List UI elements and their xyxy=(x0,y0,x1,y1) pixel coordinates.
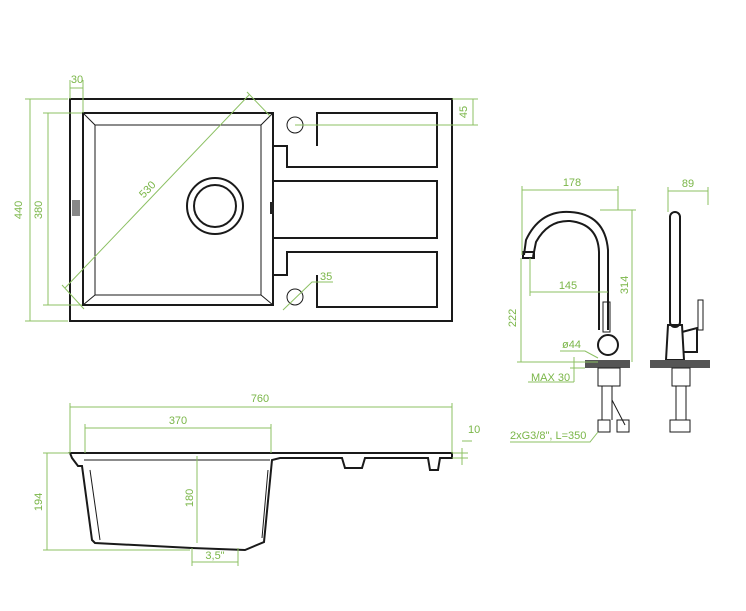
dim-180: 180 xyxy=(184,489,196,507)
faucet-side-lever xyxy=(681,326,698,353)
faucet-front-view: 178 314 222 145 ø44 MAX 30 2xG3/8", L=35… xyxy=(507,177,636,443)
dim-max30: MAX 30 xyxy=(531,372,570,384)
faucet-body xyxy=(597,334,619,356)
dim-530: 530 xyxy=(137,179,158,201)
dim-760: 760 xyxy=(251,393,269,405)
dim-89: 89 xyxy=(682,178,694,190)
dim-45: 45 xyxy=(458,106,470,118)
dim-178: 178 xyxy=(563,177,581,189)
dim-380: 380 xyxy=(33,201,45,219)
sink-top-view: 440 380 30 530 45 35 xyxy=(13,74,478,322)
dim-370: 370 xyxy=(169,415,187,427)
dim-194: 194 xyxy=(33,493,45,511)
drain-outer xyxy=(186,177,244,235)
sink-outline xyxy=(69,98,453,322)
bowl-inner xyxy=(94,124,262,296)
sink-side-view: 760 370 10 194 180 3,5" xyxy=(33,393,480,566)
dim-drain: 3,5" xyxy=(205,550,224,562)
dim-35: 35 xyxy=(320,271,332,283)
dim-30: 30 xyxy=(71,74,83,86)
bowl-rim xyxy=(82,112,274,306)
drainboard-rib-3 xyxy=(273,251,438,308)
drainboard-rib-1 xyxy=(273,112,438,168)
dim-10: 10 xyxy=(468,424,480,436)
dim-hoses: 2xG3/8", L=350 xyxy=(510,430,586,442)
tap-hole-bottom xyxy=(286,288,304,306)
dim-222: 222 xyxy=(507,309,519,327)
countertop xyxy=(585,360,630,368)
dim-440: 440 xyxy=(13,201,25,219)
faucet-lever xyxy=(602,301,611,333)
faucet-side-spout xyxy=(669,211,681,328)
dim-145: 145 xyxy=(559,280,577,292)
drain-inner xyxy=(193,184,237,228)
faucet-side-view: 89 xyxy=(650,178,710,433)
sink-section xyxy=(68,452,453,552)
faucet-spout xyxy=(523,210,609,330)
drainboard-rib-2 xyxy=(273,180,438,239)
overflow-icon xyxy=(72,200,80,216)
dim-44: ø44 xyxy=(562,339,581,351)
dim-314: 314 xyxy=(619,276,631,294)
